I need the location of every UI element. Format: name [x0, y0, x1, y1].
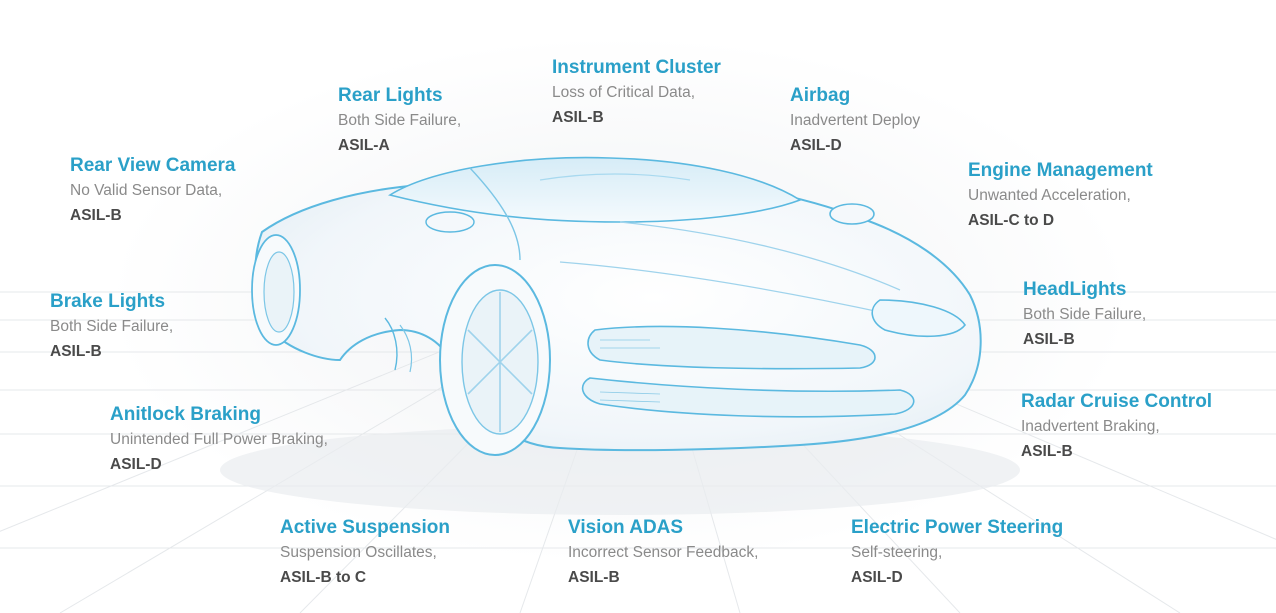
label-antilock-braking: Anitlock Braking Unintended Full Power B… [110, 405, 328, 472]
label-description: Unwanted Acceleration, [968, 187, 1131, 204]
label-description: Loss of Critical Data, [552, 84, 695, 101]
label-description: Unintended Full Power Braking, [110, 431, 328, 448]
label-title: Brake Lights [50, 291, 166, 312]
label-asil: ASIL-B [552, 108, 604, 126]
front-wheel [439, 264, 551, 456]
label-description: Incorrect Sensor Feedback, [568, 544, 759, 561]
label-title: Engine Management [968, 160, 1153, 181]
label-description: Inadvertent Deploy [790, 112, 921, 129]
label-description: Both Side Failure, [1023, 306, 1147, 323]
label-airbag: Airbag Inadvertent Deploy ASIL-D [790, 86, 920, 153]
front-intake-lower [581, 377, 915, 418]
headlight-shape [871, 299, 966, 338]
label-asil: ASIL-B [568, 568, 620, 586]
label-electric-power-steering: Electric Power Steering Self-steering, A… [851, 518, 1063, 585]
label-description: Both Side Failure, [338, 112, 462, 129]
label-title: Rear Lights [338, 85, 443, 106]
label-asil: ASIL-B [70, 206, 122, 224]
label-title: Radar Cruise Control [1021, 391, 1213, 412]
label-description: Inadvertent Braking, [1021, 418, 1160, 435]
label-radar-cruise-control: Radar Cruise Control Inadvertent Braking… [1021, 392, 1212, 459]
label-rear-view-camera: Rear View Camera No Valid Sensor Data, A… [70, 156, 235, 223]
front-intake-upper [587, 325, 876, 370]
label-asil: ASIL-C to D [968, 211, 1055, 229]
label-asil: ASIL-D [110, 455, 162, 473]
label-title: Rear View Camera [70, 155, 236, 176]
label-headlights: HeadLights Both Side Failure, ASIL-B [1023, 280, 1146, 347]
label-title: HeadLights [1023, 279, 1127, 300]
label-title: Electric Power Steering [851, 517, 1064, 538]
label-description: No Valid Sensor Data, [70, 182, 223, 199]
label-asil: ASIL-B [1021, 442, 1073, 460]
rear-wheel [251, 234, 301, 346]
label-asil: ASIL-B to C [280, 568, 367, 586]
label-title: Instrument Cluster [552, 57, 721, 78]
car-canopy [387, 156, 802, 223]
label-title: Anitlock Braking [110, 404, 261, 425]
label-rear-lights: Rear Lights Both Side Failure, ASIL-A [338, 86, 461, 153]
label-asil: ASIL-D [790, 136, 842, 154]
label-description: Both Side Failure, [50, 318, 174, 335]
side-mirror [829, 203, 875, 225]
label-instrument-cluster: Instrument Cluster Loss of Critical Data… [552, 58, 721, 125]
label-description: Suspension Oscillates, [280, 544, 437, 561]
label-asil: ASIL-D [851, 568, 903, 586]
label-brake-lights: Brake Lights Both Side Failure, ASIL-B [50, 292, 173, 359]
label-asil: ASIL-B [50, 342, 102, 360]
label-title: Vision ADAS [568, 517, 684, 538]
label-description: Self-steering, [851, 544, 943, 561]
label-title: Active Suspension [280, 517, 450, 538]
label-vision-adas: Vision ADAS Incorrect Sensor Feedback, A… [568, 518, 758, 585]
label-active-suspension: Active Suspension Suspension Oscillates,… [280, 518, 450, 585]
label-title: Airbag [790, 85, 851, 106]
car-shadow [220, 425, 1020, 515]
label-engine-management: Engine Management Unwanted Acceleration,… [968, 161, 1153, 228]
label-asil: ASIL-B [1023, 330, 1075, 348]
label-asil: ASIL-A [338, 136, 390, 154]
